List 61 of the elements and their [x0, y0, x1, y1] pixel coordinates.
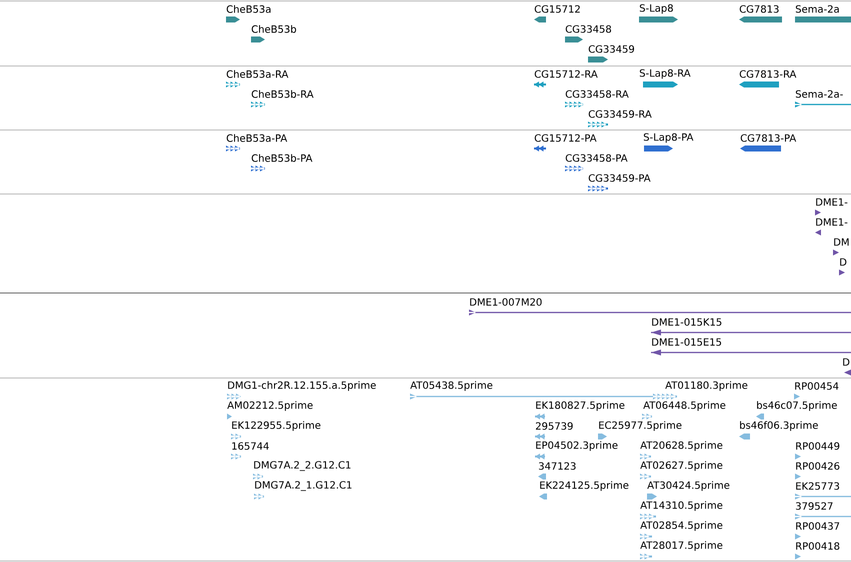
- feature-label: DME1-015K15: [652, 318, 722, 326]
- feature-label: CG33459-RA: [588, 110, 652, 118]
- feature-label: S-Lap8-PA: [644, 133, 694, 143]
- feature-label: DMG1-chr2R.12.155.a.5prime: [228, 381, 376, 391]
- feature-label: CheB53b-RA: [252, 90, 314, 98]
- feature-label: AT02854.5prime: [640, 521, 722, 531]
- feature-label: EK224125.5prime: [540, 481, 628, 491]
- feature-label: CG15712-PA: [534, 134, 596, 142]
- feature-label: AT06448.5prime: [643, 401, 726, 411]
- feature-label: RP00454: [795, 382, 838, 390]
- feature-label: CheB53b: [252, 25, 296, 33]
- feature-label: CheB53a: [226, 5, 270, 13]
- feature-label: AT05438.5prime: [410, 381, 492, 391]
- feature-label: bs46c07.5prime: [757, 401, 837, 411]
- feature-label: CG33458-RA: [566, 90, 629, 98]
- feature-label: EK180827.5prime: [536, 401, 624, 411]
- feature-label: S-Lap8-RA: [640, 69, 690, 79]
- feature-label: RP00449: [796, 442, 840, 450]
- feature-label: CG7813: [740, 5, 779, 13]
- feature-label: CG33459-PA: [588, 174, 650, 182]
- feature-label: AT20628.5prime: [640, 441, 722, 451]
- feature-label: EK122955.5prime: [232, 421, 320, 431]
- feature-label: RP00418: [796, 542, 840, 550]
- feature-label: CheB53b-PA: [252, 154, 312, 162]
- feature-label: CG33459: [588, 45, 634, 53]
- feature-label: EP04502.3prime: [536, 441, 618, 451]
- feature-label: CheB53a-PA: [226, 134, 288, 142]
- feature-label: EK25773: [796, 482, 840, 490]
- feature-label: DMG7A.2_1.G12.C1: [255, 481, 352, 491]
- feature-label: Sema-2a: [796, 5, 839, 13]
- feature-label: D: [840, 258, 846, 266]
- feature-label: AT30424.5prime: [647, 481, 730, 491]
- feature-label: EC25977.5prime: [599, 421, 682, 431]
- feature-label: AT02627.5prime: [640, 461, 722, 471]
- feature-label: DME1-015E15: [652, 338, 722, 346]
- feature-label: 295739: [536, 422, 573, 430]
- feature-label: AM02212.5prime: [227, 401, 313, 411]
- feature-label: bs46f06.3prime: [740, 421, 818, 431]
- feature-label: CG7813-RA: [740, 70, 796, 78]
- feature-label: DME1-007M20: [470, 298, 542, 306]
- feature-label: DMG7A.2_2.G12.C1: [254, 461, 350, 471]
- feature-label: AT14310.5prime: [640, 501, 722, 511]
- feature-label: S-Lap8: [640, 4, 673, 14]
- feature-label: RP00426: [796, 462, 840, 470]
- feature-label: D: [843, 358, 850, 366]
- feature-label: AT28017.5prime: [640, 541, 722, 551]
- feature-label: CG7813-PA: [740, 134, 796, 142]
- feature-label: RP00437: [796, 522, 840, 530]
- feature-label: DME1-: [816, 198, 848, 206]
- feature-label: CG33458: [566, 25, 612, 33]
- feature-label: 379527: [796, 502, 833, 510]
- feature-label: DME1-: [816, 218, 848, 226]
- feature-label: CheB53a-RA: [226, 70, 288, 78]
- feature-label: AT01180.3prime: [665, 381, 748, 391]
- feature-label: CG33458-PA: [566, 154, 628, 162]
- feature-label: CG15712-RA: [534, 70, 598, 78]
- feature-label: Sema-2a-: [796, 90, 843, 98]
- feature-label: CG15712: [534, 5, 580, 13]
- feature-label: 347123: [538, 462, 576, 470]
- feature-label: 165744: [232, 442, 269, 450]
- feature-label: DM: [834, 238, 849, 246]
